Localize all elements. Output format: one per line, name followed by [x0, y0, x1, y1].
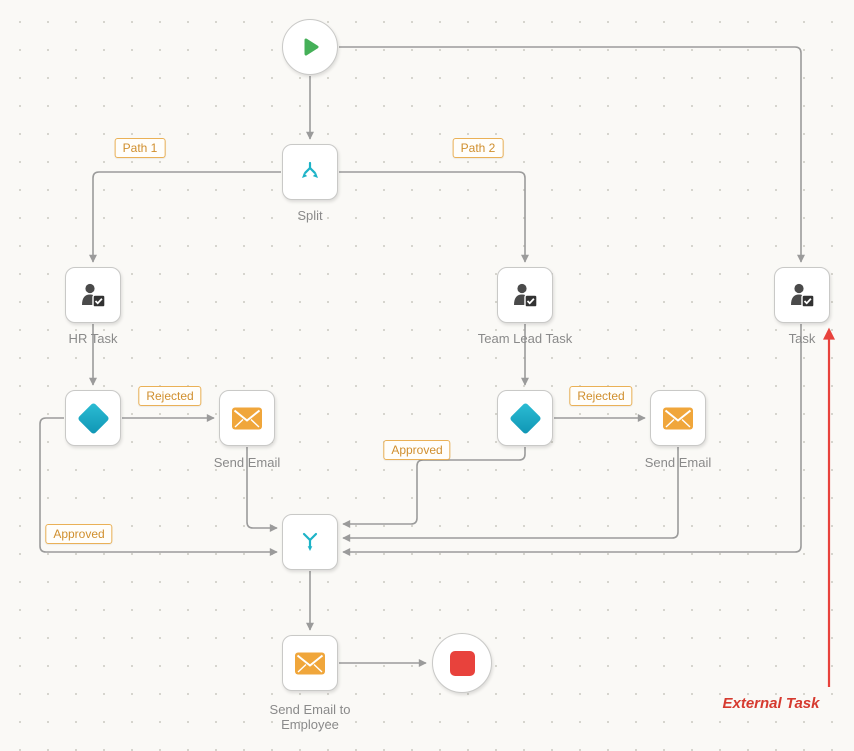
- join-icon: [302, 532, 318, 551]
- edge-hr-email-to-join: [246, 447, 278, 532]
- edge-label-team-rejected[interactable]: Rejected: [569, 386, 633, 406]
- edge-label-path-1[interactable]: Path 1: [114, 138, 166, 158]
- split-icon: [302, 161, 318, 178]
- hr-task-node-label: HR Task: [68, 331, 118, 346]
- start-event-node[interactable]: [282, 19, 338, 75]
- hr-decision-gateway-node[interactable]: [65, 390, 121, 446]
- stop-icon: [449, 650, 475, 676]
- gateway-diamond-icon: [76, 401, 110, 435]
- send-email-to-employee-node[interactable]: [282, 635, 338, 691]
- email-icon: [295, 652, 325, 674]
- email-icon: [232, 407, 262, 429]
- edge-split-to-team-lead-task: [339, 171, 529, 263]
- team-send-email-node-label: Send Email: [644, 455, 712, 470]
- team-lead-task-node-label: Team Lead Task: [477, 331, 573, 346]
- external-task-node-label: Task: [788, 331, 816, 346]
- edge-label-team-approved[interactable]: Approved: [383, 440, 451, 460]
- team-decision-gateway-node[interactable]: [497, 390, 553, 446]
- email-icon: [663, 407, 693, 429]
- team-send-email-node[interactable]: [650, 390, 706, 446]
- hr-send-email-node-label: Send Email: [213, 455, 281, 470]
- gateway-diamond-icon: [508, 401, 542, 435]
- edge-team-gateway-approved-to-join: [342, 447, 526, 528]
- hr-task-node[interactable]: [65, 267, 121, 323]
- edge-team-email-to-join: [342, 447, 679, 542]
- end-event-node[interactable]: [432, 633, 492, 693]
- join-gateway-node[interactable]: [282, 514, 338, 570]
- play-icon: [304, 38, 319, 56]
- send-email-to-employee-node-label: Send Email to Employee: [269, 702, 351, 732]
- edge-label-hr-rejected[interactable]: Rejected: [138, 386, 202, 406]
- edge-split-to-hr-task: [89, 171, 281, 263]
- user-task-icon: [82, 283, 106, 308]
- external-task-node[interactable]: [774, 267, 830, 323]
- edge-label-hr-approved[interactable]: Approved: [45, 524, 113, 544]
- team-lead-task-node[interactable]: [497, 267, 553, 323]
- external-task-annotation: External Task: [722, 695, 820, 712]
- user-task-icon: [791, 283, 815, 308]
- user-task-icon: [514, 283, 538, 308]
- split-node-label: Split: [297, 208, 323, 223]
- hr-send-email-node[interactable]: [219, 390, 275, 446]
- edge-start-to-task: [339, 46, 805, 263]
- edge-hr-gateway-approved-to-join: [39, 417, 278, 556]
- split-gateway-node[interactable]: [282, 144, 338, 200]
- edge-label-path-2[interactable]: Path 2: [452, 138, 504, 158]
- edge-task-to-join: [342, 324, 802, 556]
